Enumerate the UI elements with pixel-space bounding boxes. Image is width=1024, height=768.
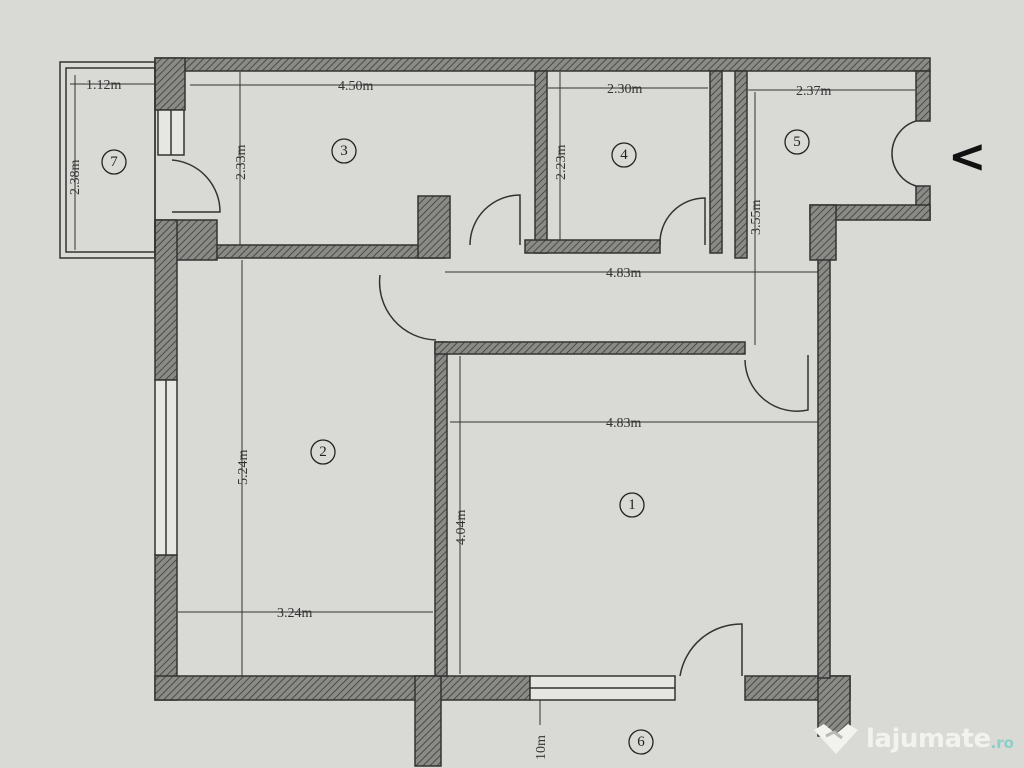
dim-room4-width: 2.30m <box>607 82 643 97</box>
door-room3 <box>469 194 521 246</box>
wall-room4-bottom <box>524 239 661 254</box>
wall-left-upper <box>154 219 178 381</box>
wall-room5-left <box>734 70 748 259</box>
dim-room5-width: 2.37m <box>796 84 832 99</box>
doors <box>171 120 917 677</box>
door-room4 <box>659 197 706 246</box>
entrance-arrow-icon: < <box>948 129 987 183</box>
dim-room2-height: 5.24m <box>236 450 251 486</box>
dim-room7-height: 2.38m <box>68 160 83 196</box>
door-room2 <box>378 274 437 341</box>
wall-room5-corner <box>809 204 837 261</box>
wall-pier-bottom <box>414 675 442 767</box>
wall-pier-room7 <box>154 57 186 111</box>
watermark-tld: .ro <box>990 734 1014 752</box>
dim-room7-width: 1.12m <box>86 78 122 93</box>
wall-room5-right-top <box>915 70 931 122</box>
handshake-icon <box>814 724 858 754</box>
room-6-label: 6 <box>637 734 645 750</box>
room-7-label: 7 <box>110 154 118 170</box>
watermark-brand: lajumate <box>866 724 991 754</box>
dim-room1-width: 4.83m <box>606 416 642 431</box>
wall-room4-right <box>709 70 723 254</box>
dim-room4-height: 2.23m <box>554 145 569 181</box>
dim-room3-height: 2.33m <box>234 145 249 181</box>
watermark-logo: lajumate.ro <box>812 722 1014 756</box>
room-5-label: 5 <box>793 134 801 150</box>
wall-room4-left <box>534 70 548 254</box>
room-1-label: 1 <box>628 497 636 513</box>
room-3-label: 3 <box>340 143 348 159</box>
door-room1 <box>744 355 809 412</box>
room-4-label: 4 <box>620 147 628 163</box>
wall-pier-room3 <box>417 195 451 259</box>
balcony-frame <box>59 61 185 259</box>
room-2-label: 2 <box>319 444 327 460</box>
door-entrance <box>891 120 917 187</box>
wall-room1-top <box>434 341 746 355</box>
dim-room1-height: 4.04m <box>454 510 469 546</box>
dim-hall-width: 4.83m <box>606 266 642 281</box>
walls <box>154 57 931 767</box>
dim-room6-partial: 10m <box>534 735 549 760</box>
door-room7 <box>171 159 221 213</box>
wall-right <box>817 257 831 679</box>
windows <box>154 379 676 701</box>
room-labels: 1 2 3 4 5 6 7 <box>101 129 810 755</box>
dim-room3-width: 4.50m <box>338 79 374 94</box>
dim-hall-height: 3.55m <box>749 200 764 236</box>
wall-room2-room1 <box>434 341 448 677</box>
dimension-labels: 1.12m 4.50m 2.30m 2.37m 2.38m 2.33m 2.23… <box>68 78 832 760</box>
wall-bottom-left <box>154 675 531 701</box>
wall-top <box>154 57 931 72</box>
door-balcony <box>679 623 743 677</box>
dimension-lines <box>70 72 915 725</box>
dim-room2-width: 3.24m <box>277 606 313 621</box>
